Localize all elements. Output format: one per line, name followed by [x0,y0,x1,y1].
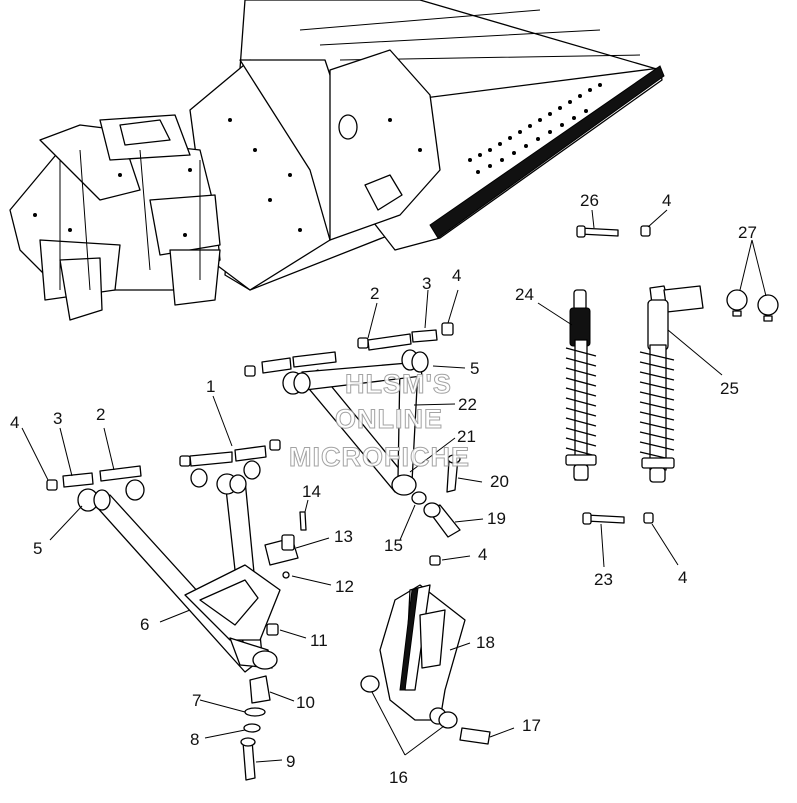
watermark-line-3: MICROFICHE [289,442,470,472]
callout-16: 16 [389,768,408,787]
shock-hardware [576,225,779,525]
callout-labels: 1 2 2 3 3 4 4 4 4 4 5 5 6 7 8 9 10 11 12… [10,191,757,787]
callout-9: 9 [286,752,295,771]
shock-25 [639,285,704,483]
callout-6: 6 [140,615,149,634]
callout-21: 21 [457,427,476,446]
callout-14: 14 [302,482,321,501]
watermark-line-1: HLSM'S [345,369,452,399]
callout-18: 18 [476,633,495,652]
callout-1: 1 [206,377,215,396]
upper-bolt-set [244,322,454,377]
spindle [360,584,491,745]
callout-26: 26 [580,191,599,210]
callout-3-upper: 3 [422,274,431,293]
callout-2-lower: 2 [96,405,105,424]
chassis-frame [9,0,665,321]
lower-left-bolt-set [46,439,281,491]
watermark: HLSM'S ONLINE MICROFICHE [289,369,470,473]
perforation-holes [468,83,602,174]
callout-11: 11 [310,631,328,650]
callout-4-shock-top: 4 [662,191,671,210]
callout-4-upper: 4 [452,266,461,285]
leader-lines [21,209,767,763]
callout-13: 13 [334,527,353,546]
tie-rod-hardware [411,454,461,566]
callout-4-shock-bottom: 4 [678,568,687,587]
callout-4-tie-rod: 4 [478,545,487,564]
callout-24: 24 [515,285,534,304]
callout-27: 27 [738,223,757,242]
callout-23: 23 [594,570,613,589]
shock-24 [565,289,597,481]
watermark-line-2: ONLINE [335,404,443,434]
callout-2-upper: 2 [370,284,379,303]
callout-19: 19 [487,509,506,528]
callout-25: 25 [720,379,739,398]
callout-5-upper: 5 [470,359,479,378]
lower-a-arm [77,473,281,673]
callout-3-lower: 3 [53,409,62,428]
callout-10: 10 [296,693,315,712]
callout-7: 7 [192,691,201,710]
callout-5-lower: 5 [33,539,42,558]
callout-20: 20 [490,472,509,491]
callout-4-left: 4 [10,413,19,432]
callout-8: 8 [190,730,199,749]
callout-15: 15 [384,536,403,555]
callout-17: 17 [522,716,541,735]
callout-12: 12 [335,577,354,596]
callout-22: 22 [458,395,477,414]
upper-a-arm [282,349,429,496]
ball-joint-hardware [240,511,307,781]
